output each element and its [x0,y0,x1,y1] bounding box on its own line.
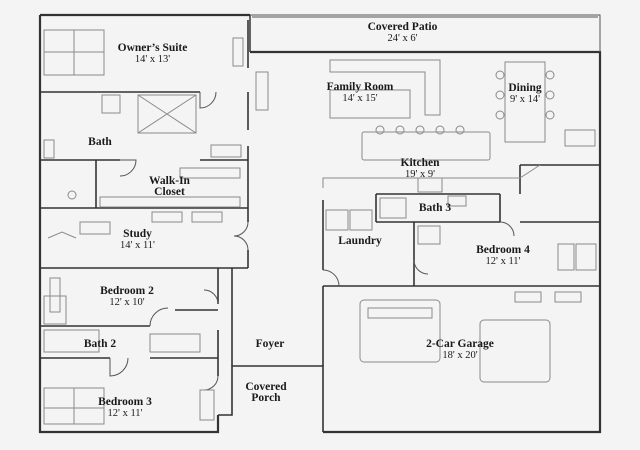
exterior-walls [38,13,602,434]
room-dimensions: 12' x 10' [109,297,145,308]
room-name: Bath 3 [418,202,452,214]
room-name: Bedroom 4 [476,244,530,256]
label-bedroom-3: Bedroom 3 12' x 11' [70,396,180,419]
room-name: Bath 2 [83,338,117,350]
room-dimensions: 14' x 11' [120,240,155,251]
label-covered-patio: Covered Patio 24' x 6' [330,21,475,44]
label-bath-3: Bath 3 [405,202,465,214]
label-family-room: Family Room 14' x 15' [290,81,430,104]
room-dimensions: 24' x 6' [387,33,418,44]
room-dimensions: 18' x 20' [442,350,478,361]
room-name-line2: Porch [251,392,281,404]
patio-outline [250,14,601,52]
room-name: Covered Patio [367,21,438,33]
label-walk-in-closet: Walk-In Closet [122,175,217,198]
room-dimensions: 9' x 14' [509,94,541,105]
room-name: Bedroom 2 [100,285,154,297]
room-name-line1: Walk-In [149,175,190,187]
room-name-line1: Covered [245,381,287,393]
label-bath: Bath [70,136,130,148]
room-name: Laundry [338,235,382,247]
room-name: Foyer [255,338,285,350]
room-name: Dining [508,82,542,94]
label-owners-suite: Owner’s Suite 14' x 13' [75,42,230,65]
label-garage: 2-Car Garage 18' x 20' [395,338,525,361]
label-dining: Dining 9' x 14' [485,82,565,105]
label-laundry: Laundry [325,235,395,247]
room-name: Family Room [326,81,394,93]
room-name-line2: Closet [154,186,185,198]
room-name: Bedroom 3 [98,396,152,408]
room-dimensions: 14' x 15' [342,93,378,104]
room-dimensions: 12' x 11' [107,408,143,419]
fixtures [43,29,597,425]
label-bedroom-2: Bedroom 2 12' x 10' [72,285,182,308]
room-name: Kitchen [400,157,440,169]
room-name: Bath [88,136,112,148]
room-dimensions: 14' x 13' [134,54,171,65]
room-dimensions: 12' x 11' [485,256,521,267]
label-foyer: Foyer [240,338,300,350]
room-name: 2-Car Garage [426,338,494,350]
room-name: Study [123,228,152,240]
label-bath-2: Bath 2 [70,338,130,350]
interior-walls [40,20,600,376]
room-name: Owner’s Suite [117,42,188,54]
label-study: Study 14' x 11' [90,228,185,251]
label-kitchen: Kitchen 19' x 9' [360,157,480,180]
label-bedroom-4: Bedroom 4 12' x 11' [448,244,558,267]
label-covered-porch: Covered Porch [232,381,300,404]
room-dimensions: 19' x 9' [404,169,436,180]
